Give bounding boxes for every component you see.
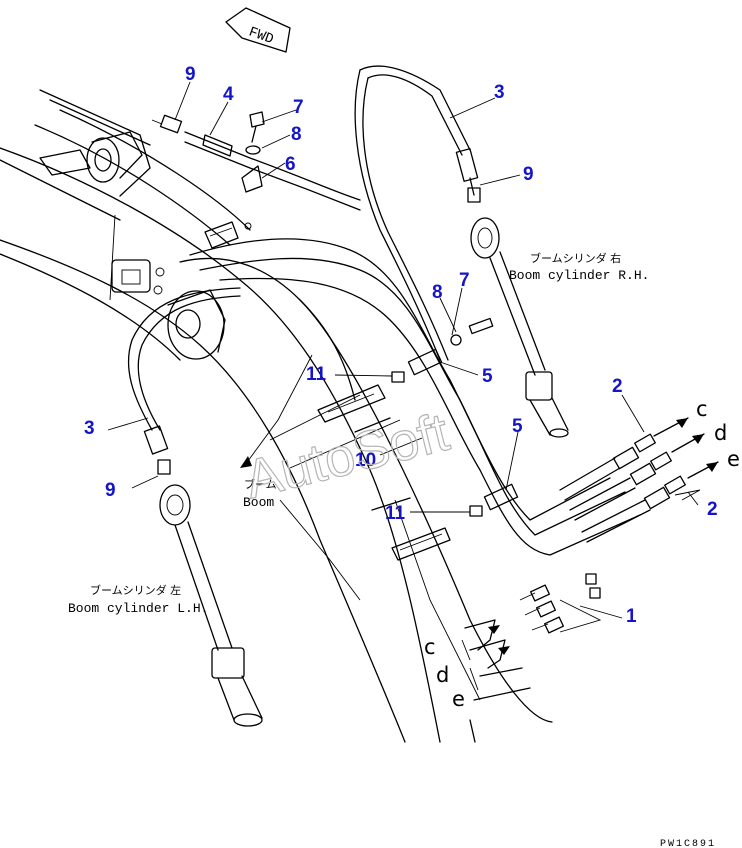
callout-8: 8: [291, 124, 302, 145]
boom-structure: [0, 89, 553, 743]
connection-letter-e: e: [727, 447, 740, 471]
clamp-5-lower-icon: [483, 483, 519, 511]
connection-letter-d: d: [436, 663, 449, 687]
cylinder-lh-label-en: Boom cylinder L.H.: [68, 601, 208, 616]
fwd-label: FWD: [246, 24, 275, 48]
connection-arrows-icon: [461, 619, 531, 701]
callout-9: 9: [185, 64, 196, 85]
callout-3: 3: [84, 418, 95, 439]
washer-icon: [245, 145, 261, 155]
leader-lines: [107, 81, 699, 619]
callout-7: 7: [459, 270, 470, 291]
hose-end-fitting-icon: [455, 148, 481, 203]
callout-2: 2: [707, 499, 718, 520]
boom-label-jp: ブーム: [244, 477, 277, 491]
callout-9: 9: [523, 164, 534, 185]
callout-9: 9: [105, 480, 116, 501]
hose-lh-icon: [127, 287, 241, 475]
forward-arrow-icon: FWD: [225, 7, 291, 53]
bolt-icon: [249, 111, 265, 143]
callout-8: 8: [432, 282, 443, 303]
cylinder-lh-label-jp: ブームシリンダ 左: [90, 583, 181, 597]
direction-arrows-icon: [653, 417, 719, 501]
connection-letter-e: e: [452, 687, 465, 711]
callout-10: 10: [355, 450, 376, 471]
clamp-5-upper-icon: [407, 317, 494, 376]
cylinder-rh-label-en: Boom cylinder R.H.: [509, 268, 649, 283]
cylinder-rh-label-jp: ブームシリンダ 右: [530, 251, 621, 265]
callout-5: 5: [512, 416, 523, 437]
clip-plate-icon: [269, 384, 451, 561]
boom-cylinder-rh-icon: [470, 217, 569, 438]
pin-bracket-icon: [39, 131, 143, 183]
clamp-11-icon: [391, 371, 483, 517]
connection-letter-d: d: [714, 421, 727, 445]
hose-icon: [184, 131, 361, 211]
boom-foot-pin-icon: [167, 289, 226, 360]
callout-11: 11: [385, 503, 406, 524]
callout-3: 3: [494, 82, 505, 103]
boom-label-en: Boom: [243, 495, 274, 510]
clamp-icon: [241, 165, 263, 193]
connection-letter-c: c: [696, 397, 708, 421]
boom-cylinder-lh-icon: [159, 484, 263, 727]
lamp-box-icon: [111, 259, 165, 295]
fitting-2-icon: [559, 433, 686, 543]
callout-4: 4: [223, 84, 234, 105]
connection-letter-c: c: [424, 635, 436, 659]
callout-5: 5: [482, 366, 493, 387]
watermark: AutoSoft: [239, 402, 455, 510]
callout-6: 6: [285, 154, 296, 175]
callout-7: 7: [293, 97, 304, 118]
hose-bundle: [189, 65, 641, 556]
callout-11: 11: [306, 364, 327, 385]
fitting-icon: [151, 114, 183, 134]
drawing-code: PW1C891: [660, 839, 716, 848]
fitting-1-icon: [519, 573, 602, 634]
callout-2: 2: [612, 376, 623, 397]
callout-1: 1: [626, 606, 637, 627]
clamp-plate-icon: [204, 221, 252, 249]
